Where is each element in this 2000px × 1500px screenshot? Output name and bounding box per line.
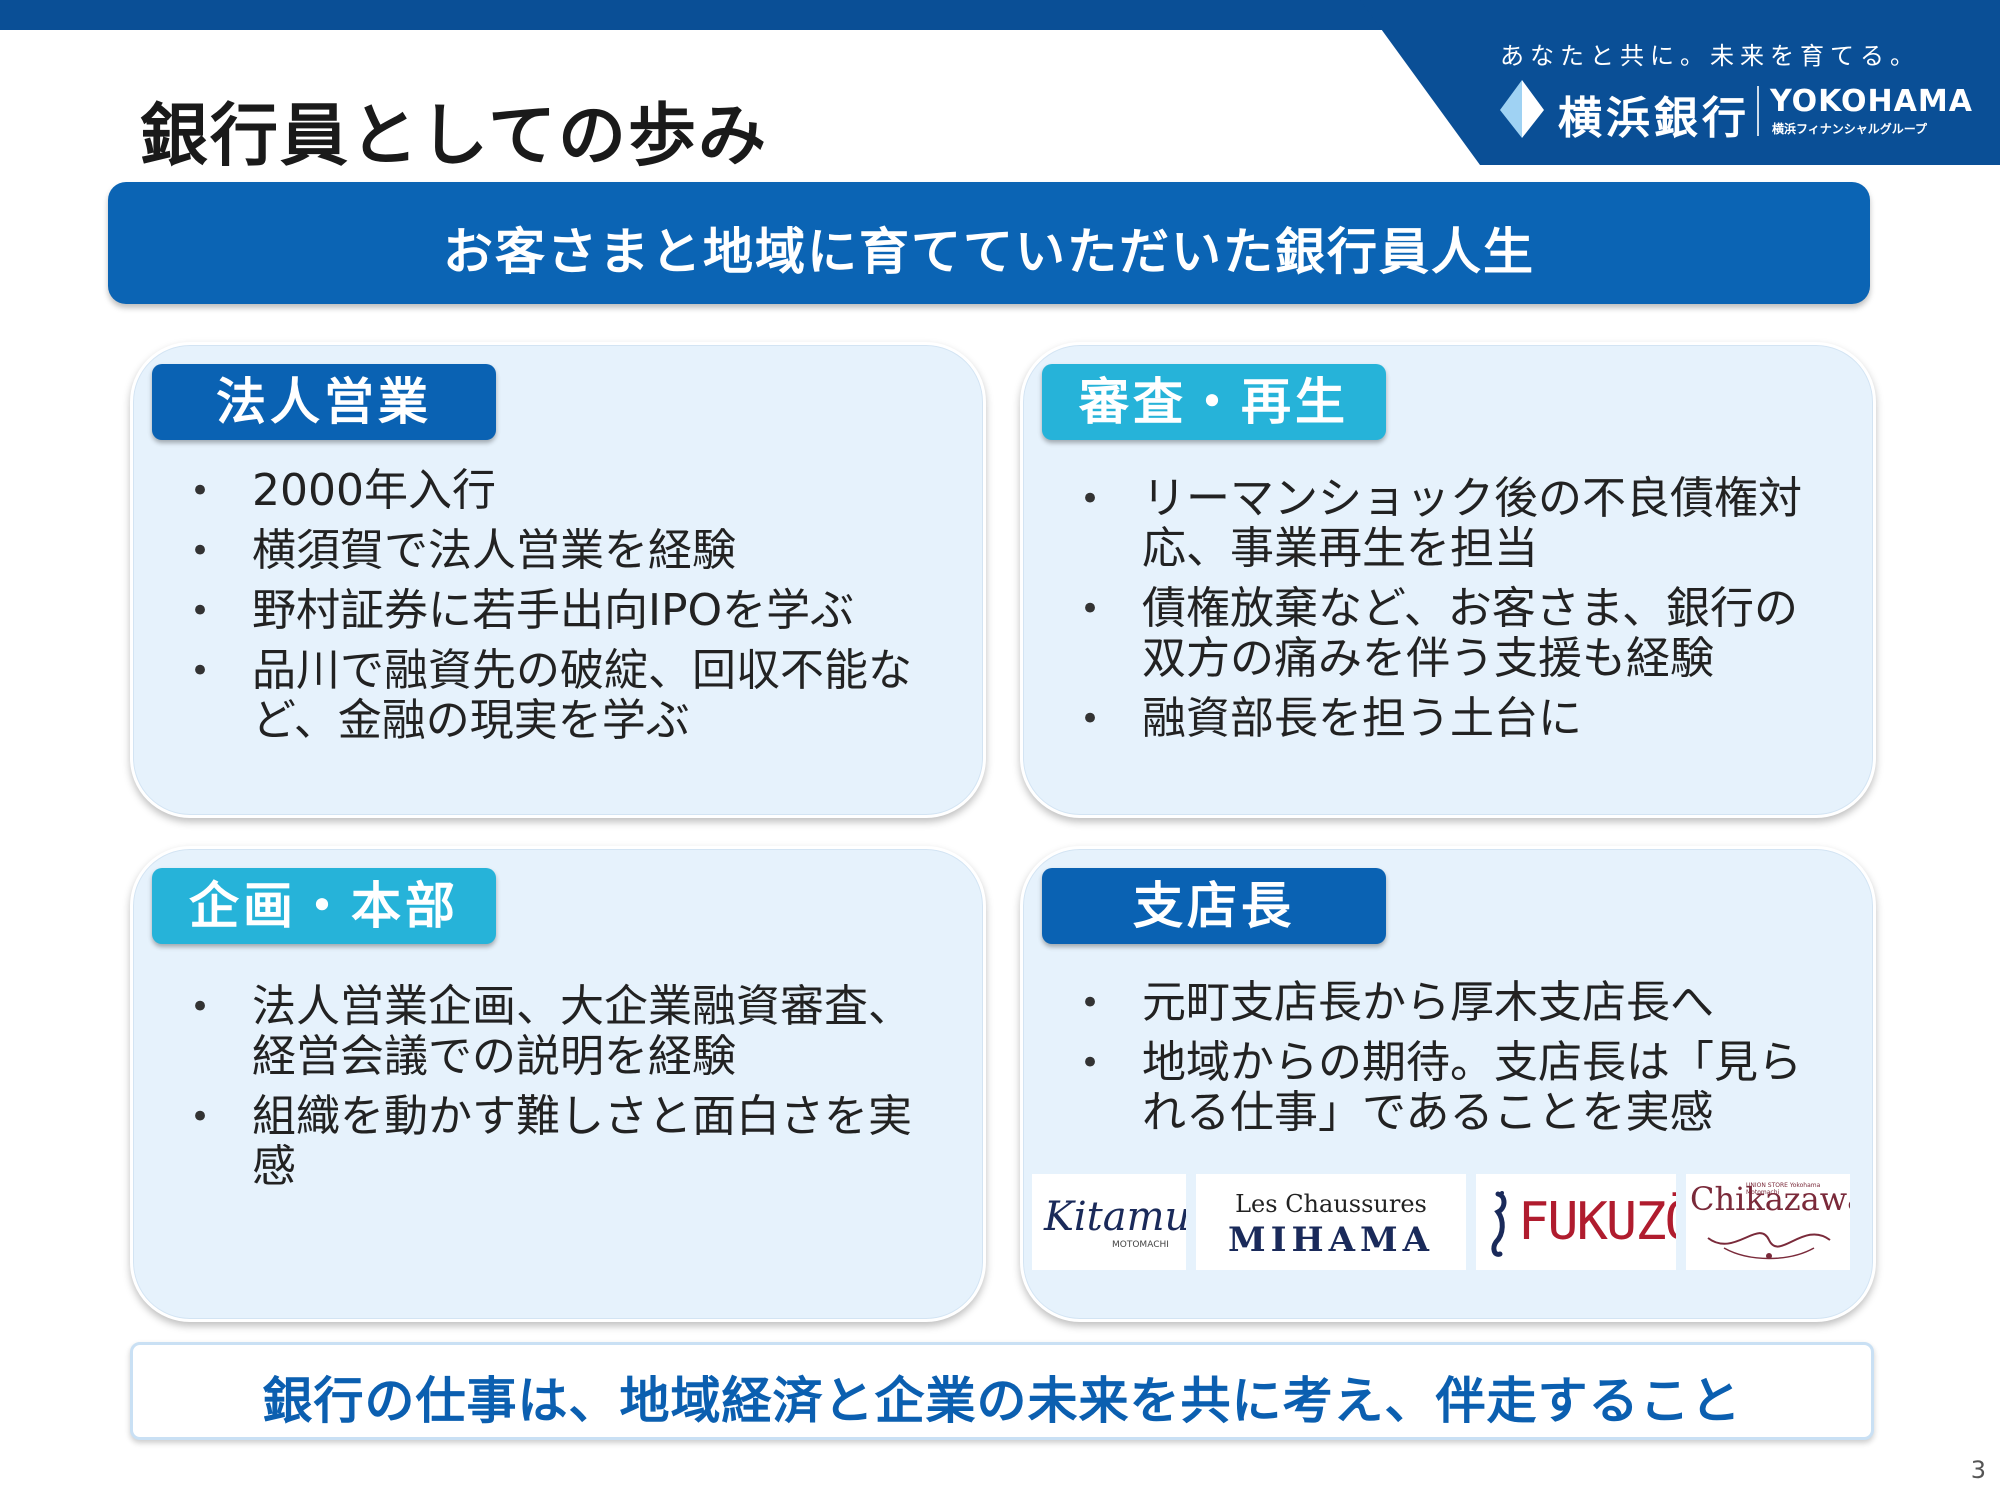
headline-banner: お客さまと地域に育てていただいた銀行員人生 [108, 182, 1870, 304]
logo-chikazawa: Chikazawa UNION STORE Yokohama Motomachi [1686, 1174, 1850, 1270]
list-item: 債権放棄など、お客さま、銀行の双方の痛みを伴う支援も経験 [1076, 584, 1836, 684]
list-item: 野村証券に若手出向IPOを学ぶ [186, 586, 926, 637]
list-item: 地域からの期待。支店長は「見られる仕事」であることを実感 [1076, 1038, 1836, 1138]
logo-kitamura: Kitamura MOTOMACHI [1032, 1174, 1186, 1270]
bank-logo-icon [1500, 80, 1544, 138]
logo-divider [1757, 86, 1759, 136]
list-item: 組織を動かす難しさと面白さを実感 [186, 1092, 926, 1192]
banner-text: お客さまと地域に育てていただいた銀行員人生 [443, 223, 1535, 281]
list-item: 2000年入行 [186, 466, 926, 517]
list-branch-manager: 元町支店長から厚木支店長へ 地域からの期待。支店長は「見られる仕事」であることを… [1076, 978, 1836, 1148]
list-item: 法人営業企画、大企業融資審査、経営会議での説明を経験 [186, 982, 926, 1082]
logo-fukuzo: FUKUZŌ [1476, 1174, 1676, 1270]
tag-corporate-sales: 法人営業 [152, 364, 496, 440]
bank-name-jp: 横浜銀行 [1558, 93, 1750, 144]
list-corporate-sales: 2000年入行 横須賀で法人営業を経験 野村証券に若手出向IPOを学ぶ 品川で融… [186, 466, 926, 756]
logo-mihama: Les Chaussures MIHAMA [1196, 1174, 1466, 1270]
tag-review-revitalization: 審査・再生 [1042, 364, 1386, 440]
page-title: 銀行員としての歩み [140, 97, 768, 176]
list-item: 品川で融資先の破綻、回収不能など、金融の現実を学ぶ [186, 646, 926, 746]
list-item: リーマンショック後の不良債権対応、事業再生を担当 [1076, 474, 1836, 574]
list-item: 融資部長を担う土台に [1076, 694, 1836, 745]
list-item: 横須賀で法人営業を経験 [186, 526, 926, 577]
conclusion-text: 銀行の仕事は、地域経済と企業の未来を共に考え、伴走すること [262, 1372, 1742, 1430]
tag-branch-manager: 支店長 [1042, 868, 1386, 944]
bank-name-en: YOKOHAMA [1770, 84, 1973, 119]
ornament-icon [1707, 1232, 1831, 1260]
seahorse-icon [1491, 1191, 1507, 1257]
list-review-revitalization: リーマンショック後の不良債権対応、事業再生を担当 債権放棄など、お客さま、銀行の… [1076, 474, 1836, 754]
partner-logos: Kitamura MOTOMACHI Les Chaussures MIHAMA… [1032, 1174, 1852, 1272]
header-brand-corner [1360, 0, 2000, 165]
tagline: あなたと共に。未来を育てる。 [1500, 42, 1920, 70]
conclusion-box: 銀行の仕事は、地域経済と企業の未来を共に考え、伴走すること [130, 1342, 1874, 1440]
tag-planning-hq: 企画・本部 [152, 868, 496, 944]
list-planning-hq: 法人営業企画、大企業融資審査、経営会議での説明を経験 組織を動かす難しさと面白さ… [186, 982, 926, 1202]
group-name: 横浜フィナンシャルグループ [1772, 122, 1928, 136]
list-item: 元町支店長から厚木支店長へ [1076, 978, 1836, 1029]
page-number: 3 [1970, 1456, 1986, 1484]
